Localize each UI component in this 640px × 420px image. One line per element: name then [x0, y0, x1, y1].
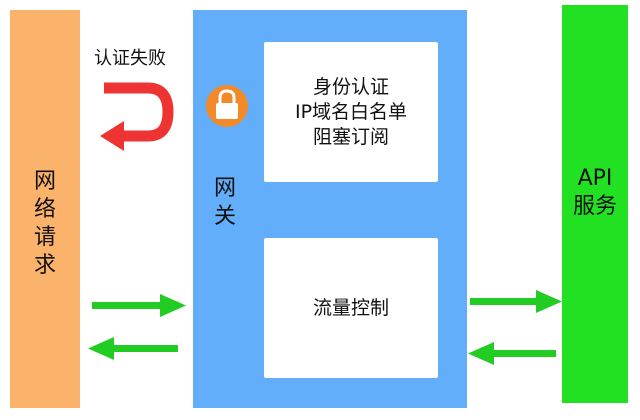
api-service-block: API 服务: [562, 5, 628, 403]
return-arrow-icon: [100, 82, 174, 151]
auth-module-box: 身份认证 IP域名白名单 阻塞订阅: [264, 42, 438, 182]
api-service-label: API 服务: [572, 166, 617, 219]
client-request-block: 网络请求: [10, 10, 80, 408]
request-arrow-right: [92, 294, 186, 317]
lock-icon: [206, 85, 248, 127]
flow-control-box: 流量控制: [264, 238, 438, 378]
client-request-label: 网络请求: [33, 169, 56, 278]
response-arrow-left: [88, 337, 178, 360]
auth-fail-label: 认证失败: [94, 48, 166, 69]
flow-control-label: 流量控制: [312, 296, 389, 319]
api-response-arrow-left: [468, 342, 556, 365]
gateway-label: 网关: [213, 176, 236, 229]
auth-line-whitelist: IP域名白名单: [294, 100, 408, 123]
auth-line-block: 阻塞订阅: [312, 125, 389, 148]
auth-line-identity: 身份认证: [312, 75, 389, 98]
forward-arrow-right: [470, 290, 562, 313]
